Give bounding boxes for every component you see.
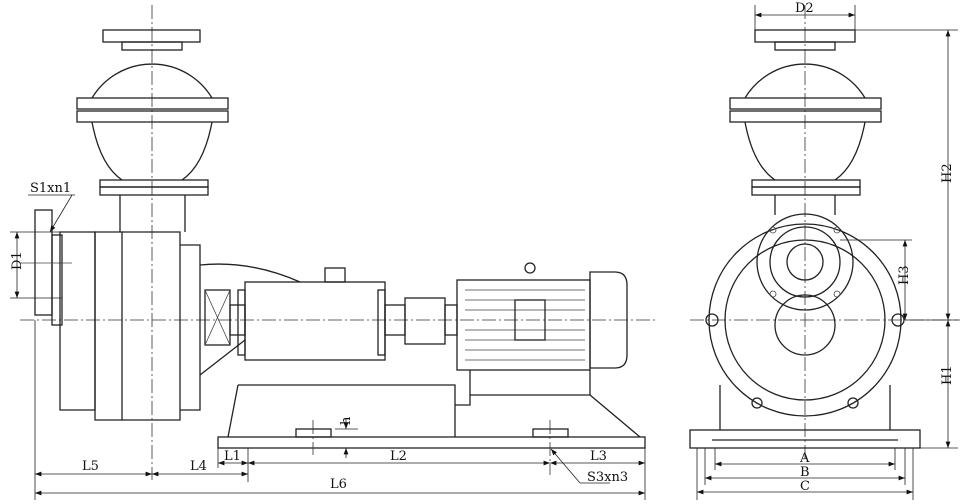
l2-label: L2 bbox=[390, 449, 407, 464]
a-label: A bbox=[799, 451, 810, 466]
l1-label: L1 bbox=[224, 449, 241, 464]
l6-label: L6 bbox=[330, 477, 347, 492]
c-label: C bbox=[800, 479, 810, 494]
d2-label: D2 bbox=[795, 1, 814, 16]
side-view: D1 S1xn1 L5 L4 L1 L2 L3 L6 h S3xn3 bbox=[10, 5, 655, 500]
l3-label: L3 bbox=[590, 449, 607, 464]
h2-label: H2 bbox=[940, 163, 955, 183]
l4-label: L4 bbox=[190, 459, 207, 474]
s3xn3-label: S3xn3 bbox=[587, 470, 628, 485]
l5-label: L5 bbox=[82, 459, 99, 474]
h1-label: H1 bbox=[940, 365, 955, 385]
d1-label: D1 bbox=[10, 251, 25, 270]
front-view: D2 H2 H3 H1 A B C bbox=[689, 1, 960, 500]
h-label: h bbox=[339, 416, 354, 425]
b-label: B bbox=[800, 465, 810, 480]
s1xn1-label: S1xn1 bbox=[30, 181, 71, 196]
h3-label: H3 bbox=[897, 265, 912, 285]
